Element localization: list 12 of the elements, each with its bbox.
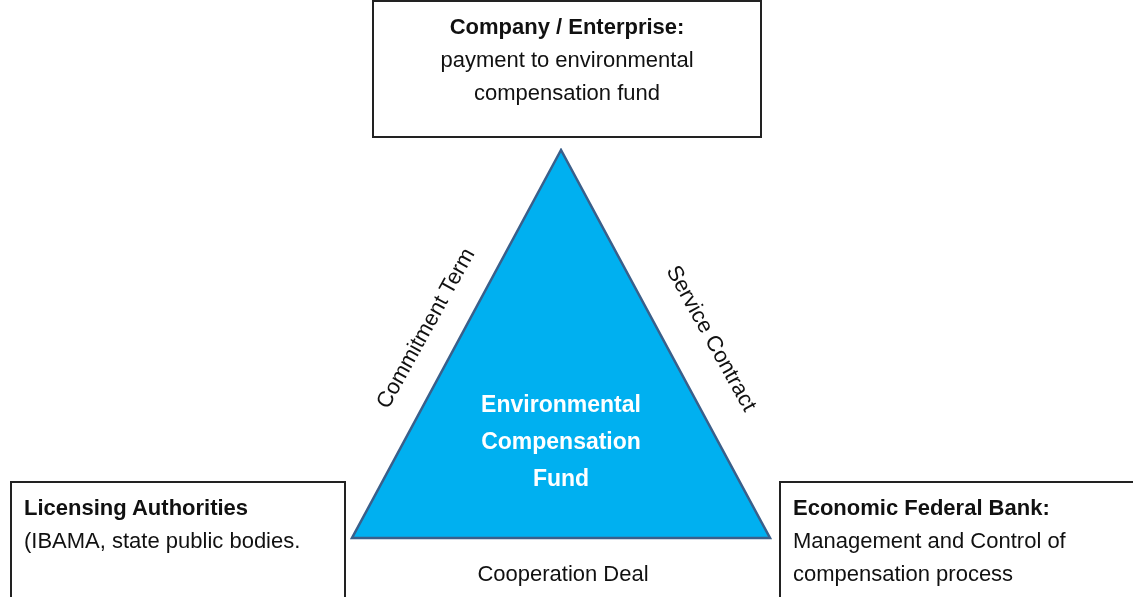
fund-triangle bbox=[350, 148, 772, 540]
box-heading: Economic Federal Bank: bbox=[793, 494, 1050, 522]
box-description: Management and Control of compensation process bbox=[793, 527, 1067, 588]
party-box bbox=[779, 481, 1133, 597]
box-heading: Licensing Authorities bbox=[24, 494, 249, 522]
party-box bbox=[372, 0, 762, 138]
party-box bbox=[10, 481, 346, 597]
box-description: payment to environmental compensation fund bbox=[439, 46, 695, 107]
box-heading: Company / Enterprise: bbox=[449, 13, 685, 41]
box-description: (IBAMA, state public bodies. bbox=[24, 527, 301, 555]
side-label: Cooperation Deal bbox=[477, 559, 649, 588]
fund-label: Environmental Compensation Fund bbox=[480, 390, 642, 493]
